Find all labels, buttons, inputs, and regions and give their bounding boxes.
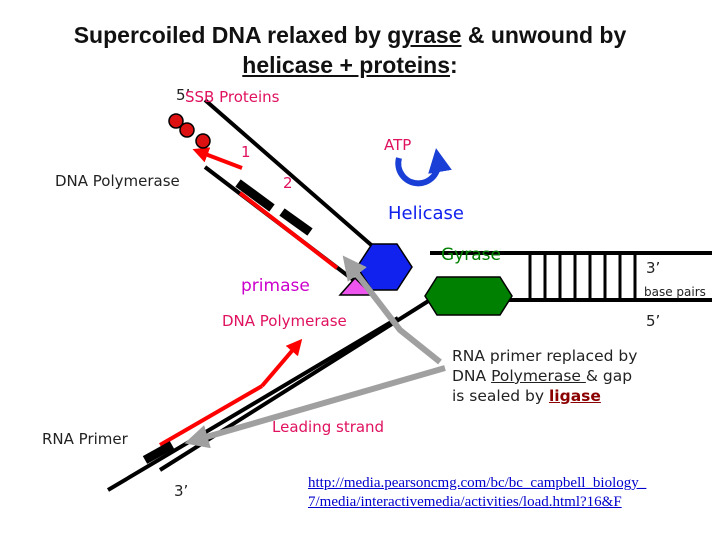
label-three-prime-bottom: 3’ — [174, 482, 189, 500]
note-sealed: is sealed by — [452, 387, 549, 405]
okazaki-fragment-2 — [279, 208, 313, 236]
leading-fragment — [142, 441, 175, 464]
note-line-3: is sealed by ligase — [452, 386, 637, 406]
pointer-to-helicase — [342, 255, 442, 365]
label-helicase: Helicase — [388, 203, 464, 224]
ligase-note: RNA primer replaced by DNA Polymerase & … — [452, 346, 637, 406]
label-dna-polymerase-mid: DNA Polymerase — [222, 312, 347, 330]
label-five-prime-top: 5’ — [176, 86, 191, 104]
okazaki-fragment-1 — [235, 179, 275, 212]
label-three-prime-right: 3’ — [646, 259, 661, 277]
label-dna-polymerase-top: DNA Polymerase — [55, 172, 180, 190]
ssb-protein-1 — [168, 113, 184, 129]
base-pair-rungs — [528, 253, 637, 300]
leading-new-strand — [106, 316, 400, 492]
label-five-prime-right: 5’ — [646, 312, 661, 330]
label-atp: ATP — [384, 136, 412, 154]
title-line-1: Supercoiled DNA relaxed by gyrase & unwo… — [0, 22, 700, 49]
label-step-2: 2 — [283, 174, 293, 192]
pointer-to-rna-primer — [184, 365, 446, 449]
note-line-2: DNA Polymerase & gap — [452, 366, 637, 386]
gyrase-shape — [424, 276, 513, 316]
label-step-1: 1 — [241, 143, 251, 161]
ssb-protein-2 — [179, 122, 195, 138]
note-polymerase: Polymerase — [491, 367, 586, 385]
label-primase: primase — [241, 276, 310, 296]
source-link-line-2[interactable]: 7/media/interactivemedia/activities/load… — [308, 494, 622, 510]
source-link-line-1[interactable]: http://media.pearsoncmg.com/bc/bc_campbe… — [308, 475, 647, 491]
ssb-protein-3 — [195, 133, 211, 149]
title-text-end: & unwound by — [461, 22, 627, 48]
note-line-1: RNA primer replaced by — [452, 347, 638, 365]
title-gyrase: gyrase — [387, 22, 462, 48]
lagging-strand-primer — [238, 191, 339, 270]
note-dna: DNA — [452, 367, 492, 385]
lagging-extension-arrow — [192, 147, 243, 170]
atp-rotation-arrow-icon — [395, 148, 452, 187]
title-text: Supercoiled DNA relaxed by — [73, 22, 388, 48]
title-helicase: helicase + proteins — [242, 52, 451, 78]
label-rna-primer: RNA Primer — [42, 430, 128, 448]
note-gap: & gap — [585, 367, 633, 385]
label-ssb-proteins: SSB Proteins — [185, 88, 280, 106]
label-leading-strand: Leading strand — [272, 418, 385, 436]
lagging-template-strand — [203, 98, 387, 259]
title-colon: : — [450, 52, 458, 78]
note-ligase: ligase — [548, 387, 601, 405]
source-link[interactable]: http://media.pearsoncmg.com/bc/bc_campbe… — [308, 474, 646, 512]
leading-extension-arrow — [260, 338, 303, 388]
label-base-pairs: base pairs — [644, 285, 706, 299]
title-line-2: helicase + proteins: — [0, 52, 700, 79]
leading-rna-primer — [158, 384, 264, 447]
label-gyrase: Gyrase — [441, 245, 501, 265]
